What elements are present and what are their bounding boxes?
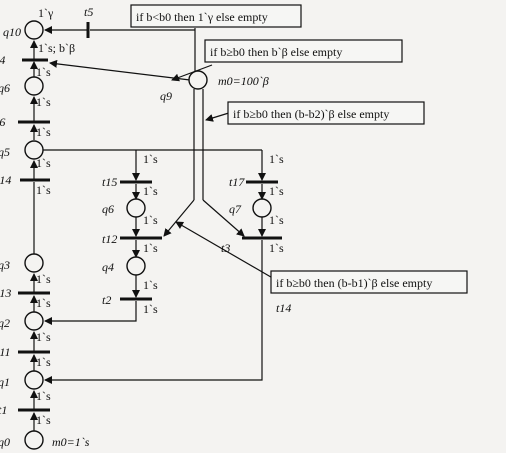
place-q9-marking: m0=100`β <box>218 74 269 88</box>
arc-label-t2-s1: 1`s <box>143 278 158 292</box>
transition-t17-label: t17 <box>229 175 245 189</box>
arc-t3-q1 <box>44 240 263 384</box>
transition-t14-left-label: t14 <box>0 173 11 187</box>
arc-g2-leader <box>171 64 213 82</box>
place-q6-left <box>24 76 44 96</box>
transition-t5-label: t5 <box>84 5 93 19</box>
transition-t11-label: t11 <box>0 345 10 359</box>
arc-label-t15-s2: 1`s <box>143 184 158 198</box>
transition-t2-label: t2 <box>102 293 111 307</box>
transition-t15-label: t15 <box>102 175 117 189</box>
guard-box-2 <box>204 39 403 63</box>
guard-text-4: if b≥b0 then (b-b1)`β else empty <box>276 276 432 290</box>
transition-t1-label: t1 <box>0 403 7 417</box>
guard-box-4 <box>270 270 468 294</box>
guard-box-3 <box>227 101 425 125</box>
arc-label-t4-s: 1`s <box>36 65 51 79</box>
transition-t3-label: t3 <box>221 241 230 255</box>
arc-g4-leader <box>175 221 277 281</box>
arc-q9-t12 <box>163 199 195 237</box>
arc-label-t11-s1: 1`s <box>36 330 51 344</box>
arc-label-t12-s1: 1`s <box>143 213 158 227</box>
arc-label-t1-s1: 1`s <box>36 389 51 403</box>
arc-q9-t4 <box>49 59 191 81</box>
arc-label-t3-s2: 1`s <box>269 241 284 255</box>
place-q1-label: q1 <box>0 375 10 389</box>
place-q3-label: q3 <box>0 258 10 272</box>
guard-text-3: if b≥b0 then (b-b2)`β else empty <box>233 107 389 121</box>
arc-label-t5-gamma: 1`γ <box>38 6 54 20</box>
place-q6-left-label: q6 <box>0 81 10 95</box>
place-q1 <box>24 370 44 390</box>
arc-label-q5-s1: 1`s <box>36 156 51 170</box>
place-q4-label: q4 <box>102 260 114 274</box>
place-q6-label: q6 <box>102 202 114 216</box>
transition-t12-label: t12 <box>102 232 117 246</box>
place-q9 <box>188 70 208 90</box>
transition-t14-label: t14 <box>276 301 291 315</box>
place-q0-label: q0 <box>0 435 10 449</box>
arc-label-t1-s2: 1`s <box>36 413 51 427</box>
guard-box-1 <box>130 4 302 28</box>
place-q4 <box>126 256 146 276</box>
arc-label-t3-s1: 1`s <box>269 213 284 227</box>
arc-label-t6-s2: 1`s <box>36 125 51 139</box>
arc-label-t13-s2: 1`s <box>36 296 51 310</box>
place-q2-label: q2 <box>0 316 10 330</box>
arc-t2-q2 <box>44 301 137 325</box>
arc-label-t6-s1: 1`s <box>36 95 51 109</box>
place-q2 <box>24 311 44 331</box>
place-q10-label: q10 <box>3 25 21 39</box>
place-q7-label: q7 <box>229 202 242 216</box>
arc-label-q5-s2: 1`s <box>36 183 51 197</box>
transition-t6-label: t6 <box>0 115 5 129</box>
arc-label-t12-s2: 1`s <box>143 241 158 255</box>
place-q0 <box>24 430 44 450</box>
guard-text-2: if b≥b0 then b`β else empty <box>210 45 342 59</box>
place-q0-marking: m0=1`s <box>52 435 90 449</box>
place-q10 <box>24 20 44 40</box>
transition-t13-label: t13 <box>0 286 11 300</box>
place-q5-label: q5 <box>0 145 10 159</box>
arc-label-t17-s1: 1`s <box>269 152 284 166</box>
arc-label-t4-s-beta: 1`s; b`β <box>38 41 75 55</box>
arc-label-t13-s1: 1`s <box>36 272 51 286</box>
arc-label-t11-s2: 1`s <box>36 355 51 369</box>
arc-label-t17-s2: 1`s <box>269 184 284 198</box>
arc-q9-t3 <box>202 199 245 237</box>
place-q9-label: q9 <box>160 89 172 103</box>
arc-label-t2-s2: 1`s <box>143 302 158 316</box>
guard-text-1: if b<b0 then 1`γ else empty <box>136 10 268 24</box>
place-q3 <box>24 253 44 273</box>
arc-label-t15-s1: 1`s <box>143 152 158 166</box>
transition-t4-label: t4 <box>0 53 5 67</box>
